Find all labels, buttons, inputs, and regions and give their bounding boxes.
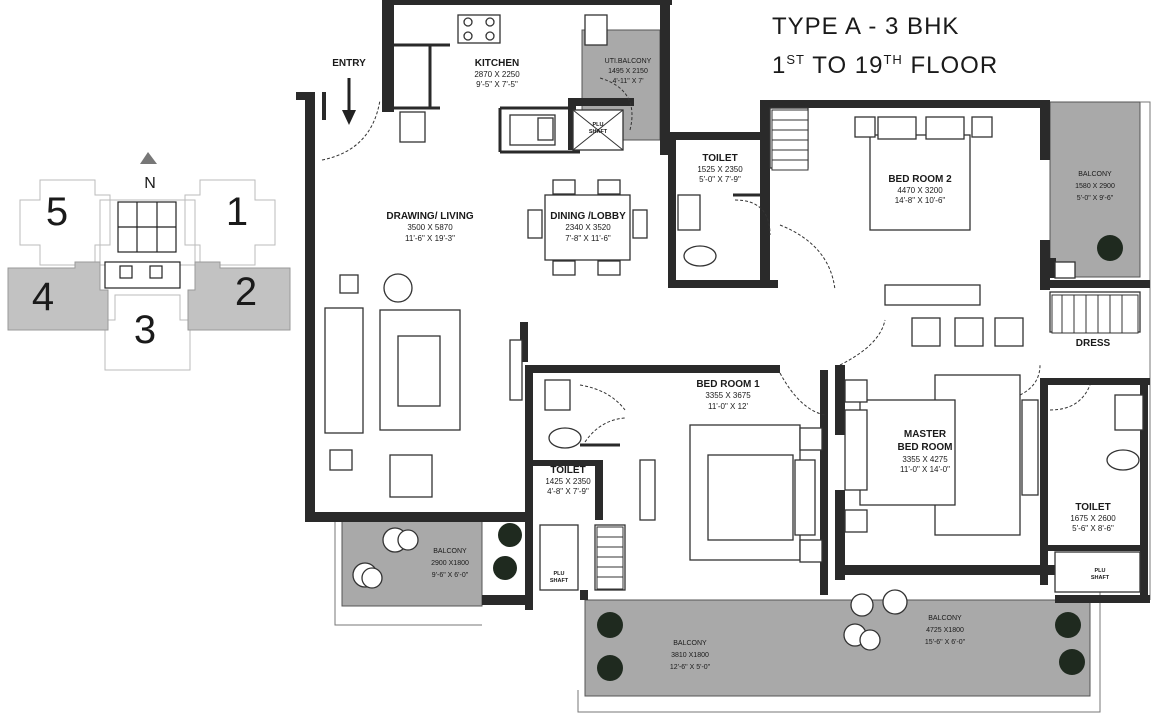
svg-text:DINING /LOBBY: DINING /LOBBY [550, 211, 626, 222]
svg-text:2900 X1800: 2900 X1800 [431, 560, 469, 567]
svg-text:DRAWING/ LIVING: DRAWING/ LIVING [386, 211, 473, 222]
svg-text:UTI.BALCONY: UTI.BALCONY [605, 58, 652, 65]
furniture [324, 14, 1144, 651]
svg-text:BED ROOM: BED ROOM [898, 442, 953, 453]
walls [296, 0, 1150, 610]
svg-text:TOILET: TOILET [1075, 502, 1110, 513]
room-dress: DRESS [1076, 338, 1111, 349]
svg-text:11'-0" X 14'-0": 11'-0" X 14'-0" [900, 465, 950, 474]
svg-text:3810 X1800: 3810 X1800 [671, 652, 709, 659]
svg-text:5'-6" X 8'-6": 5'-6" X 8'-6" [1072, 524, 1114, 533]
room-toilet-1: TOILET 1525 X 2350 5'-0" X 7'-9" [697, 153, 743, 184]
svg-text:PLU: PLU [1095, 568, 1106, 574]
wing-label-4: 4 [32, 275, 54, 319]
svg-text:BALCONY: BALCONY [928, 615, 962, 622]
plu-shaft-2: PLU SHAFT [550, 571, 569, 584]
svg-text:9'-5" X 7'-5": 9'-5" X 7'-5" [476, 80, 518, 89]
plu-shaft-1: PLU SHAFT [589, 122, 608, 135]
north-arrow-icon [140, 152, 157, 164]
wing-label-5: 5 [46, 190, 68, 234]
svg-text:MASTER: MASTER [904, 429, 947, 440]
svg-text:5'-0" X 7'-9": 5'-0" X 7'-9" [699, 175, 741, 184]
svg-text:5'-0" X 9'-6": 5'-0" X 9'-6" [1077, 195, 1114, 202]
svg-text:4'-8" X 7'-9": 4'-8" X 7'-9" [547, 487, 589, 496]
svg-text:SHAFT: SHAFT [1091, 575, 1110, 581]
plu-shaft-3: PLU SHAFT [1091, 568, 1110, 581]
svg-text:11'-6" X 19'-3": 11'-6" X 19'-3" [405, 234, 455, 243]
svg-text:3355 X 4275: 3355 X 4275 [902, 455, 948, 464]
svg-text:1580 X 2900: 1580 X 2900 [1075, 183, 1115, 190]
key-plan: N 5 1 4 2 3 [7, 152, 291, 371]
room-kitchen: KITCHEN 2870 X 2250 9'-5" X 7'-5" [474, 58, 520, 89]
svg-text:4470 X 3200: 4470 X 3200 [897, 186, 943, 195]
svg-text:1495 X 2150: 1495 X 2150 [608, 68, 648, 75]
svg-text:3500 X 5870: 3500 X 5870 [407, 223, 453, 232]
wing-label-1: 1 [226, 190, 248, 234]
svg-text:BED ROOM 2: BED ROOM 2 [888, 174, 952, 185]
room-balcony-living: BALCONY 2900 X1800 9'-6" X 6'-0" [431, 548, 469, 579]
room-balcony-master: BALCONY 4725 X1800 15'-6" X 6'-0" [925, 615, 966, 646]
svg-text:KITCHEN: KITCHEN [475, 58, 519, 69]
plan-floor-range: 1ST TO 19TH FLOOR [772, 52, 999, 79]
svg-text:4725 X1800: 4725 X1800 [926, 627, 964, 634]
svg-text:2870 X 2250: 2870 X 2250 [474, 70, 520, 79]
svg-text:SHAFT: SHAFT [589, 129, 608, 135]
svg-text:PLU: PLU [554, 571, 565, 577]
wing-label-3: 3 [134, 308, 156, 352]
room-master-bedroom: MASTER BED ROOM 3355 X 4275 11'-0" X 14'… [898, 429, 953, 474]
svg-text:1425 X 2350: 1425 X 2350 [545, 477, 591, 486]
room-balcony-bedroom-2: BALCONY 1580 X 2900 5'-0" X 9'-6" [1075, 171, 1115, 202]
room-bedroom-1: BED ROOM 1 3355 X 3675 11'-0" X 12' [696, 379, 760, 411]
svg-text:2340 X 3520: 2340 X 3520 [565, 223, 611, 232]
svg-text:9'-6" X 6'-0": 9'-6" X 6'-0" [432, 572, 469, 579]
svg-text:3355 X 3675: 3355 X 3675 [705, 391, 751, 400]
svg-text:PLU: PLU [593, 122, 604, 128]
svg-text:12'-6" X 5'-0": 12'-6" X 5'-0" [670, 664, 711, 671]
north-label: N [144, 175, 156, 192]
svg-text:DRESS: DRESS [1076, 338, 1111, 349]
room-utility-balcony: UTI.BALCONY 1495 X 2150 4'-11" X 7' [605, 58, 652, 85]
plan-title: TYPE A - 3 BHK 1ST TO 19TH FLOOR [772, 10, 998, 82]
room-drawing-living: DRAWING/ LIVING 3500 X 5870 11'-6" X 19'… [386, 211, 473, 243]
svg-text:1675 X 2600: 1675 X 2600 [1070, 514, 1116, 523]
entry-label: ENTRY [332, 58, 366, 69]
plan-type-title: TYPE A - 3 BHK [772, 13, 960, 40]
entry-arrow-icon [342, 78, 356, 125]
room-bedroom-2: BED ROOM 2 4470 X 3200 14'-8" X 10'-6" [888, 174, 952, 205]
svg-text:BALCONY: BALCONY [673, 640, 707, 647]
svg-text:14'-8" X 10'-6": 14'-8" X 10'-6" [895, 196, 946, 205]
svg-text:7'-8" X 11'-6": 7'-8" X 11'-6" [565, 234, 611, 243]
room-balcony-bedroom-1: BALCONY 3810 X1800 12'-6" X 5'-0" [670, 640, 711, 671]
plant-icons [493, 235, 1123, 681]
svg-text:BALCONY: BALCONY [433, 548, 467, 555]
svg-text:15'-6" X 6'-0": 15'-6" X 6'-0" [925, 639, 966, 646]
svg-text:1525 X 2350: 1525 X 2350 [697, 165, 743, 174]
room-dining-lobby: DINING /LOBBY 2340 X 3520 7'-8" X 11'-6" [550, 211, 626, 243]
svg-text:11'-0" X 12': 11'-0" X 12' [708, 402, 748, 411]
svg-text:SHAFT: SHAFT [550, 578, 569, 584]
room-toilet-3: TOILET 1675 X 2600 5'-6" X 8'-6" [1070, 502, 1116, 533]
svg-text:TOILET: TOILET [550, 465, 585, 476]
room-toilet-2: TOILET 1425 X 2350 4'-8" X 7'-9" [545, 465, 591, 496]
svg-text:BED ROOM 1: BED ROOM 1 [696, 379, 760, 390]
wing-label-2: 2 [235, 270, 257, 314]
svg-text:4'-11" X 7': 4'-11" X 7' [612, 78, 643, 85]
svg-text:TOILET: TOILET [702, 153, 737, 164]
svg-text:BALCONY: BALCONY [1078, 171, 1112, 178]
door-swings [321, 77, 1091, 443]
